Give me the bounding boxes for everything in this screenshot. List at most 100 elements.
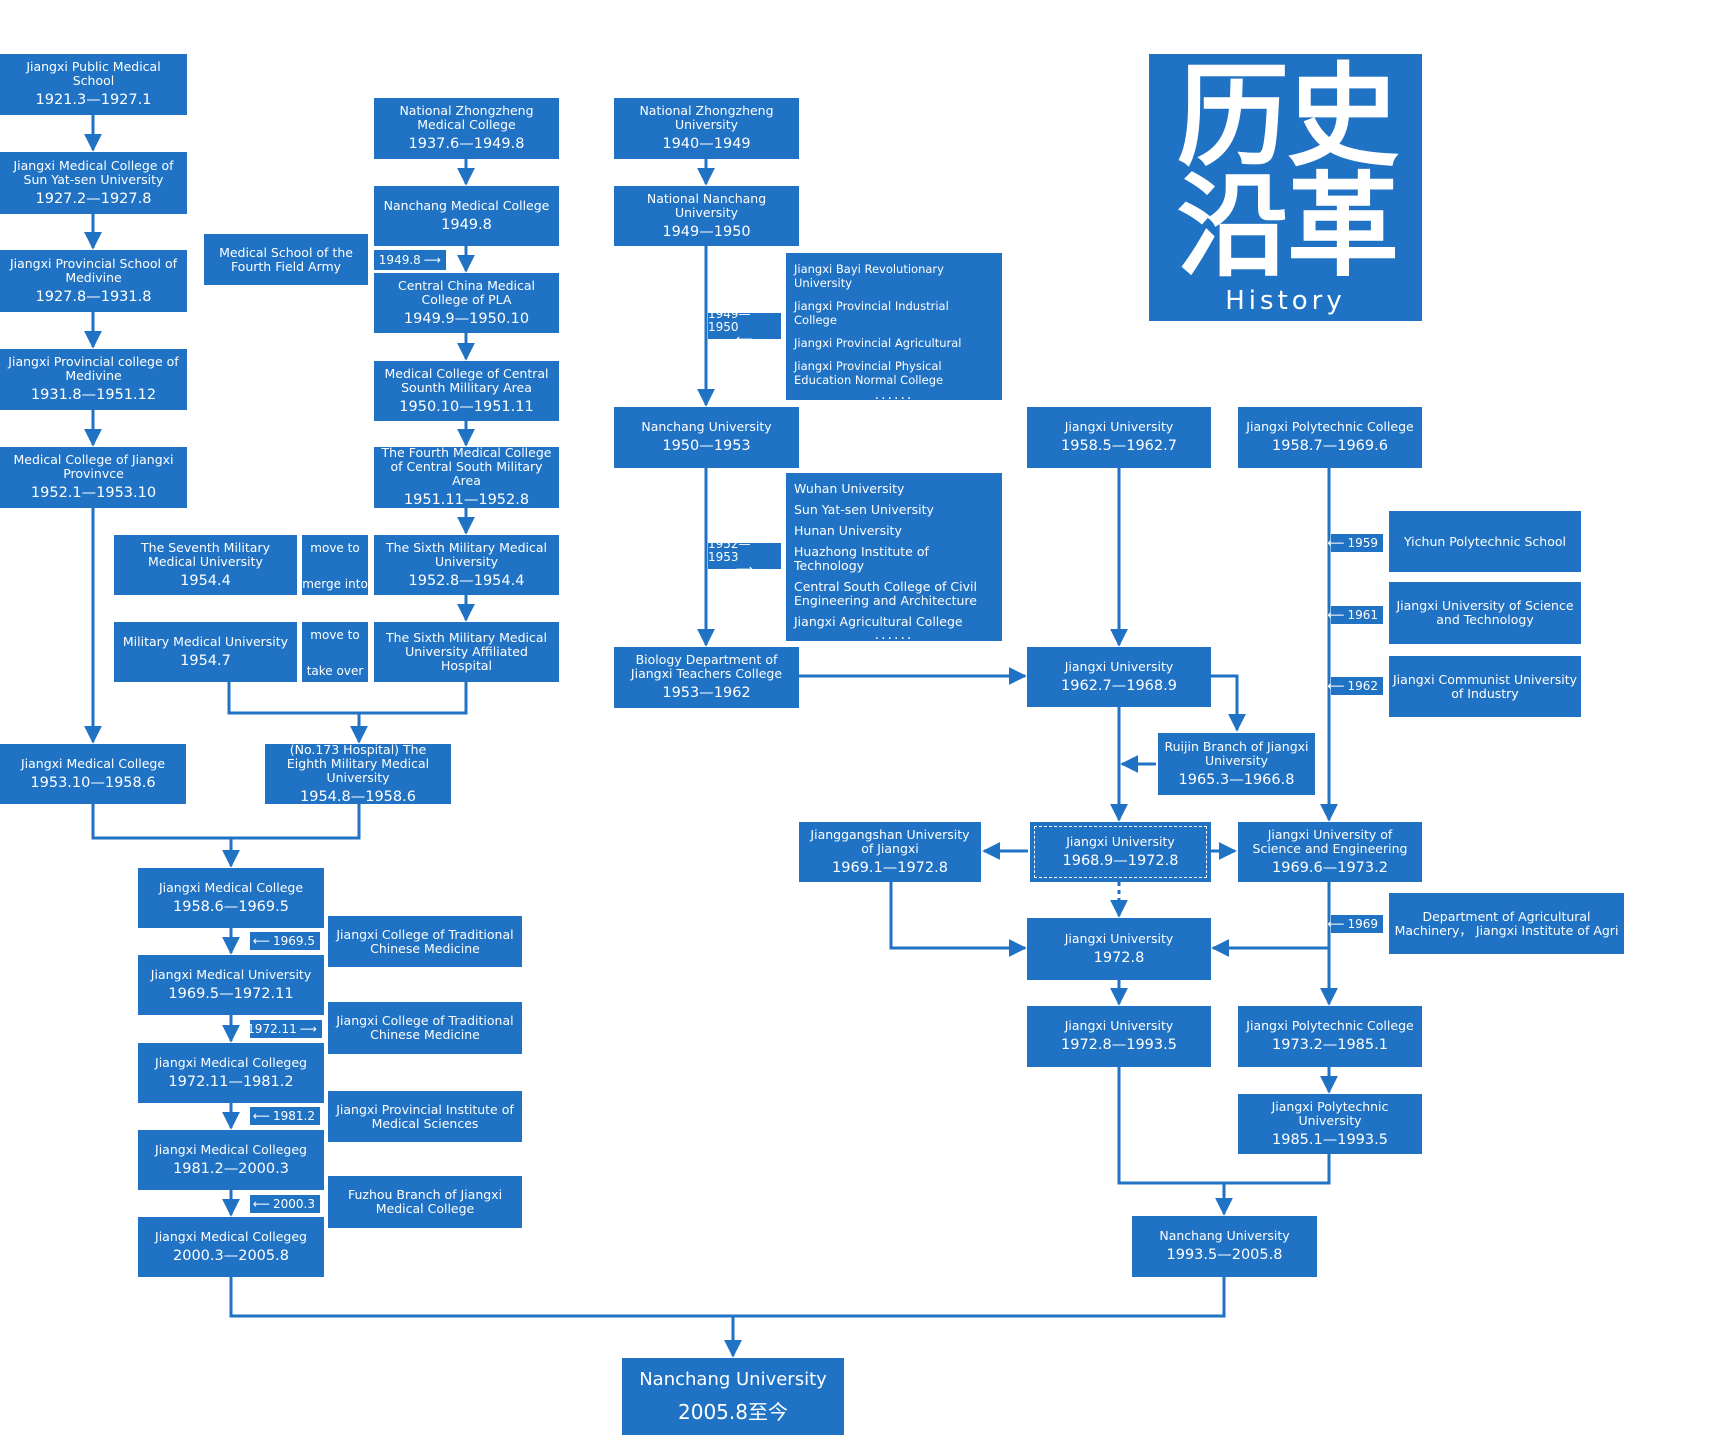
list-ellipsis: ······ xyxy=(874,391,914,407)
box-name: The Seventh Military Medical University xyxy=(141,539,270,569)
box-date: 1993.5—2005.8 xyxy=(1166,1247,1283,1263)
tag-text: 1981.2 xyxy=(273,1109,315,1123)
box-date: 1953.10—1958.6 xyxy=(30,774,156,791)
box-date: 1981.2—2000.3 xyxy=(173,1160,289,1177)
label-merge-into: merge into xyxy=(302,577,368,591)
title-english: History xyxy=(1225,286,1346,316)
box-name: Nanchang University xyxy=(1159,1228,1290,1243)
box-date: 1969.5—1972.11 xyxy=(168,985,294,1002)
box-jpsm: Jiangxi Provincial School of Medivine 19… xyxy=(0,250,187,312)
box-name: Nanchang Medical College xyxy=(383,197,550,213)
box-ncu1: Nanchang University 1950—1953 xyxy=(614,407,799,468)
box-name: Jianggangshan University of Jiangxi xyxy=(810,826,970,856)
box-name: Yichun Polytechnic School xyxy=(1403,533,1566,549)
box-ju2: Jiangxi University 1962.7—1968.9 xyxy=(1027,647,1211,707)
box-just: Jiangxi University of Science and Techno… xyxy=(1389,582,1581,644)
tag-text: 1969.5 xyxy=(273,934,315,948)
box-date: 2005.8至今 xyxy=(678,1399,788,1424)
box-date: 1952.1—1953.10 xyxy=(30,485,157,501)
tag-1981-2: ⟵1981.2 xyxy=(250,1107,320,1125)
box-name: Fuzhou Branch of Jiangxi Medical College xyxy=(347,1187,503,1216)
list-item: Jiangxi Provincial Physical Education No… xyxy=(794,359,944,387)
box-jmcg3: Jiangxi Medical Collegeg 2000.3—2005.8 xyxy=(138,1217,324,1277)
title-chinese: 历史 沿革 xyxy=(1177,52,1399,292)
box-ju3: Jiangxi University 1968.9—1972.8 xyxy=(1030,822,1211,882)
box-msffa: Medical School of the Fourth Field Army xyxy=(204,234,368,285)
list-item: Jiangxi Bayi Revolutionary University xyxy=(794,262,944,290)
box-date: 1958.5—1962.7 xyxy=(1061,438,1177,454)
box-date: 1972.8—1993.5 xyxy=(1061,1037,1177,1053)
box-name: Nanchang University xyxy=(639,1368,827,1390)
tag-1949-1950: 1949—1950⟵ xyxy=(708,308,781,345)
box-eighth: (No.173 Hospital) The Eighth Military Me… xyxy=(265,742,451,805)
box-name: Jiangxi Provincial Institute of Medical … xyxy=(336,1101,514,1131)
box-date: 1937.6—1949.8 xyxy=(408,136,525,152)
box-date: 1952.8—1954.4 xyxy=(408,572,525,589)
box-name: Jiangxi Medical University xyxy=(150,966,312,982)
box-date: 1958.7—1969.6 xyxy=(1272,438,1388,454)
box-date: 1972.11—1981.2 xyxy=(168,1073,294,1090)
box-mccs: Medical College of Central Sounth Millit… xyxy=(374,361,559,421)
tag-text: 1949.8 xyxy=(378,253,421,267)
box-jpc2: Jiangxi Polytechnic College 1973.2—1985.… xyxy=(1238,1006,1422,1067)
box-date: 1954.8—1958.6 xyxy=(300,788,416,805)
list-ellipsis: ······ xyxy=(874,631,914,647)
box-ju4: Jiangxi University 1972.8 xyxy=(1027,918,1211,980)
box-date: 1949.8 xyxy=(441,216,492,233)
box-name: Jiangxi Provincial School of Medivine xyxy=(9,255,178,285)
box-fuzhou: Fuzhou Branch of Jiangxi Medical College xyxy=(328,1176,522,1228)
tag-1972-11: 1972.11⟶ xyxy=(247,1020,322,1038)
tag-text: 1952—1953 xyxy=(708,537,751,564)
box-name: Jiangxi Medical Collegeg xyxy=(155,1054,307,1070)
box-ju1: Jiangxi University 1958.5—1962.7 xyxy=(1027,407,1211,468)
box-date: 1965.3—1966.8 xyxy=(1178,771,1295,788)
box-name: Jiangxi University xyxy=(1064,419,1174,434)
box-name: Military Medical University xyxy=(122,633,289,649)
box-name: Jiangxi College of Traditional Chinese M… xyxy=(336,1013,514,1042)
box-name: Medical College of Jiangxi Provinvce xyxy=(13,452,174,481)
box-date: 1969.6—1973.2 xyxy=(1272,859,1388,876)
box-name: Ruijin Branch of Jiangxi University xyxy=(1164,738,1309,768)
list-item: Jiangxi Provincial Industrial College xyxy=(794,299,949,327)
tag-text: 1961 xyxy=(1347,608,1378,622)
box-nzu: National Zhongzheng University 1940—1949 xyxy=(614,98,799,159)
label-move-to: move to xyxy=(310,541,360,555)
tag-text: 2000.3 xyxy=(273,1197,315,1211)
box-nmc: Nanchang Medical College 1949.8 xyxy=(374,186,559,246)
box-fourth: The Fourth Medical College of Central So… xyxy=(374,446,559,508)
box-name: The Sixth Military Medical University xyxy=(386,539,547,569)
box-name: The Sixth Military Medical University Af… xyxy=(386,630,547,673)
tag-text: 1959 xyxy=(1347,536,1378,550)
box-dam: Department of Agricultural Machinery， Ji… xyxy=(1389,893,1624,954)
box-date: 1973.2—1985.1 xyxy=(1272,1037,1388,1053)
box-jcui: Jiangxi Communist University of Industry xyxy=(1389,656,1581,717)
box-sixth: The Sixth Military Medical University 19… xyxy=(374,535,559,595)
box-mmu: Military Medical University 1954.7 xyxy=(114,622,297,682)
box-date: 1951.11—1952.8 xyxy=(403,492,530,508)
tag-2000-3: ⟵2000.3 xyxy=(250,1195,320,1213)
box-sixthhosp: The Sixth Military Medical University Af… xyxy=(374,622,559,682)
box-name: Jiangxi University of Science and Techno… xyxy=(1396,598,1574,627)
box-date: 1927.8—1931.8 xyxy=(35,288,152,305)
box-jgs: Jianggangshan University of Jiangxi 1969… xyxy=(799,822,981,882)
box-jpc1: Jiangxi Polytechnic College 1958.7—1969.… xyxy=(1238,407,1422,468)
box-date: 1949.9—1950.10 xyxy=(403,310,530,327)
box-name: Jiangxi Medical Collegeg xyxy=(155,1141,307,1157)
box-name: Jiangxi Polytechnic University xyxy=(1271,1098,1389,1128)
box-name: Jiangxi University xyxy=(1064,658,1174,674)
list-item: Jiangxi Provincial Agricultural xyxy=(794,336,962,350)
box-nzmc: National Zhongzheng Medical College 1937… xyxy=(374,98,559,159)
box-name: Jiangxi College of Traditional Chinese M… xyxy=(336,926,514,956)
box-name: Jiangxi Polytechnic College xyxy=(1246,419,1414,434)
box-name: Jiangxi University xyxy=(1066,833,1175,849)
box-date: 1962.7—1968.9 xyxy=(1061,677,1177,694)
box-name: Jiangxi Public Medical School xyxy=(26,59,161,88)
list-item: Wuhan University xyxy=(794,481,905,496)
box-name: National Zhongzheng Medical College xyxy=(399,103,534,132)
box-name: Medical College of Central Sounth Millit… xyxy=(384,365,549,395)
box-name: Jiangxi Medical College xyxy=(158,879,304,895)
box-date: 1972.8 xyxy=(1093,949,1145,966)
tag-text: 1972.11 xyxy=(247,1022,297,1036)
label-take-over: take over xyxy=(306,664,364,678)
box-name: National Zhongzheng University xyxy=(639,103,774,132)
